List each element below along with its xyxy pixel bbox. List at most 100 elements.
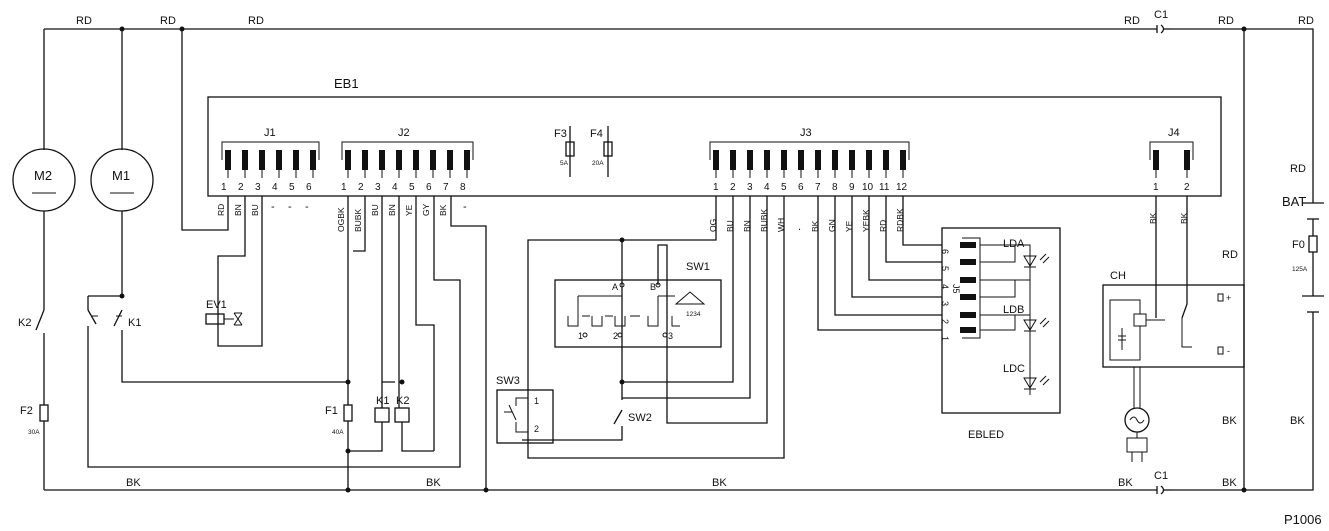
fuse-f0-rating: 125A (1292, 266, 1308, 273)
j3-wire-yebk: YEBK (861, 209, 871, 232)
j3-wire-bn: BN (742, 220, 752, 232)
j1-pin-4: 4 (272, 182, 278, 193)
j1-pin-contact (242, 150, 248, 178)
j3-pin-10: 10 (862, 182, 874, 193)
j3-pin-contact (713, 150, 719, 178)
wire-label-bk-2: BK (426, 477, 441, 489)
j1-pin-6: 6 (306, 182, 312, 193)
led-lda (1023, 253, 1050, 268)
j2-pin-contact (379, 150, 385, 178)
j3-pin-6: 6 (798, 182, 804, 193)
j3-wire-gn: GN (827, 219, 837, 232)
j5-connector (960, 237, 981, 339)
j3-pin-contact (815, 150, 821, 178)
j3-pin-9: 9 (849, 182, 855, 193)
j2-wire-ye: YE (404, 204, 414, 216)
connector-j3 (709, 141, 910, 178)
j3-wire-rdbk: RDBK (895, 208, 905, 232)
switch-sw1-t2: 2 (613, 331, 618, 341)
j4-wire-bk-2: BK (1179, 212, 1189, 224)
j3-pin-3: 3 (747, 182, 753, 193)
connector-c1-bottom-label: C1 (1154, 470, 1168, 482)
j2-pin-contact (396, 150, 402, 178)
wire-label-rd-2: RD (160, 15, 176, 27)
j5-pin-contact (960, 312, 976, 318)
fuse-f3-rating: 5A (560, 160, 569, 167)
switch-sw1-label: SW1 (686, 261, 710, 273)
j3-wire-wh: WH (776, 218, 786, 232)
wire-label-bk-1: BK (126, 477, 141, 489)
connector-j1-label: J1 (264, 127, 276, 139)
fuse-f1-rating: 40A (332, 429, 344, 436)
j2-wire-bu: BU (370, 204, 380, 216)
wire-label-bk-right-2: BK (1290, 415, 1305, 427)
led-ldc-label: LDC (1003, 363, 1025, 375)
charger-internals (1109, 196, 1192, 462)
j5-pin-contact (960, 259, 976, 265)
charger-plus: + (1226, 293, 1231, 303)
j4-wire-bk-1: BK (1148, 212, 1158, 224)
connector-j4-label: J4 (1168, 127, 1180, 139)
wire-label-bk-4: BK (1118, 477, 1133, 489)
j3-pin-contact (900, 150, 906, 178)
j2-wire-ogbk: OGBK (336, 207, 346, 232)
j4-pin-contact (1153, 150, 1159, 178)
j1-pin-contact (259, 150, 265, 178)
led-lda-label: LDA (1003, 238, 1025, 250)
j5-pin-1: 1 (940, 336, 950, 341)
j3-pin-contact (832, 150, 838, 178)
j5-pin-4: 4 (940, 284, 950, 289)
j2-pin-contact (464, 150, 470, 178)
contact-k1-label: K1 (128, 317, 141, 329)
j5-pin-contact (960, 242, 976, 248)
j2-wire-bubk: BUBK (353, 209, 363, 232)
j2-pin-contact (447, 150, 453, 178)
wire-label-rd-bat: RD (1290, 163, 1306, 175)
j3-pin-2: 2 (730, 182, 736, 193)
j3-pin-8: 8 (832, 182, 838, 193)
j5-pin-5: 5 (940, 266, 950, 271)
j3-pin-contact (849, 150, 855, 178)
j3-pin-contact (764, 150, 770, 178)
switch-sw1-t3: 3 (668, 331, 673, 341)
charger-minus: - (1227, 346, 1230, 356)
j2-dash-8: - (463, 201, 467, 213)
j3-wire-ye: YE (844, 220, 854, 232)
j5-pin-contact (960, 294, 976, 300)
switch-sw1 (554, 279, 722, 348)
j5-pin-contact (960, 327, 976, 333)
j1-pin-2: 2 (238, 182, 244, 193)
switch-sw3-t2: 2 (534, 424, 539, 434)
switch-sw1-a: A (612, 282, 618, 292)
switch-sw3-label: SW3 (496, 375, 520, 387)
wire-label-rd-6: RD (1298, 15, 1314, 27)
led-board-ebled (941, 227, 1061, 414)
j1-pin-1: 1 (221, 182, 227, 193)
wire-label-bk-right-1: BK (1222, 415, 1237, 427)
wire-label-rd-1: RD (76, 15, 92, 27)
connector-c1-top-label: C1 (1154, 9, 1168, 21)
connector-j1 (221, 141, 320, 178)
switch-sw1-internals (567, 282, 706, 338)
j3-pin-7: 7 (815, 182, 821, 193)
relay-k1-label: K1 (376, 395, 389, 407)
j3-wire-og: OG (708, 219, 718, 232)
switch-sw3-internals (504, 397, 528, 433)
j1-dash-6: - (305, 201, 309, 213)
motor-m1-label: M1 (112, 168, 130, 183)
j2-wire-gy: GY (421, 203, 431, 216)
switch-sw3 (496, 389, 554, 444)
j2-wiring (343, 196, 487, 490)
drawing-code: P1006 (1284, 512, 1322, 527)
j3-led-wiring (817, 196, 942, 331)
j2-wire-bn: BN (387, 204, 397, 216)
j5-pin-6: 6 (940, 249, 950, 254)
switch-sw1-t1: 1 (578, 331, 583, 341)
board-eb1 (207, 96, 1222, 197)
fuse-f4-label: F4 (590, 128, 603, 140)
j3-wire-rd: RD (878, 220, 888, 232)
j3-pin-5: 5 (781, 182, 787, 193)
wire-label-rd-5: RD (1218, 15, 1234, 27)
connector-j2-label: J2 (398, 127, 410, 139)
fuse-f2-label: F2 (20, 405, 33, 417)
